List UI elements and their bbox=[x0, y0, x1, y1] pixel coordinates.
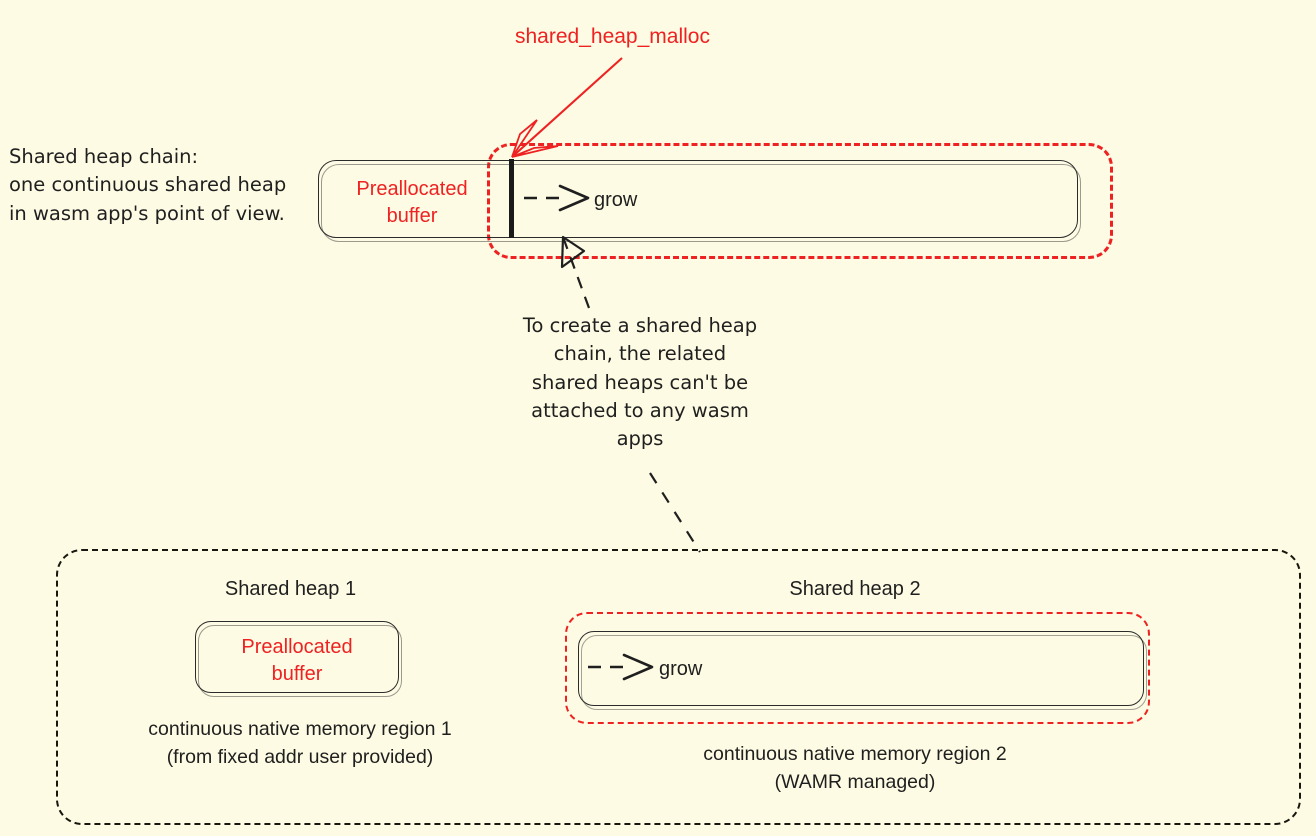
shared-heap-2-caption: continuous native memory region 2 (WAMR … bbox=[703, 743, 1007, 793]
shared-heap-1-preallocated-buffer-label: Preallocated buffer bbox=[241, 636, 353, 685]
shared-heap-2-title: Shared heap 2 bbox=[789, 578, 921, 600]
shared-heap-chain-note: To create a shared heap chain, the relat… bbox=[522, 314, 758, 451]
shared-heap-1-box-shadow bbox=[198, 625, 402, 697]
shared-heap-2-box-shadow bbox=[581, 635, 1147, 710]
shared-heap-1-caption: continuous native memory region 1 (from … bbox=[148, 718, 452, 768]
shared-heap-chain-caption: Shared heap chain: one continuous shared… bbox=[9, 145, 287, 225]
shared-heap-2-box bbox=[578, 631, 1144, 706]
top-continuous-heap-box bbox=[318, 160, 1078, 238]
top-grown-region-outline bbox=[487, 143, 1113, 259]
shared-heap-1-title: Shared heap 1 bbox=[224, 578, 357, 600]
dashed-link-line-icon bbox=[649, 472, 701, 553]
heap-boundary-divider bbox=[509, 159, 514, 238]
top-grow-label: grow bbox=[594, 189, 638, 211]
top-preallocated-buffer-label: Preallocated buffer bbox=[356, 178, 468, 227]
shared-heap-1-box bbox=[195, 621, 399, 693]
shared-heap-malloc-label: shared_heap_malloc bbox=[515, 25, 710, 48]
shared-heap-2-grow-label: grow bbox=[659, 658, 703, 680]
shared-heap-2-grown-outline bbox=[565, 612, 1150, 724]
top-heap-box-shadow bbox=[321, 164, 1081, 242]
